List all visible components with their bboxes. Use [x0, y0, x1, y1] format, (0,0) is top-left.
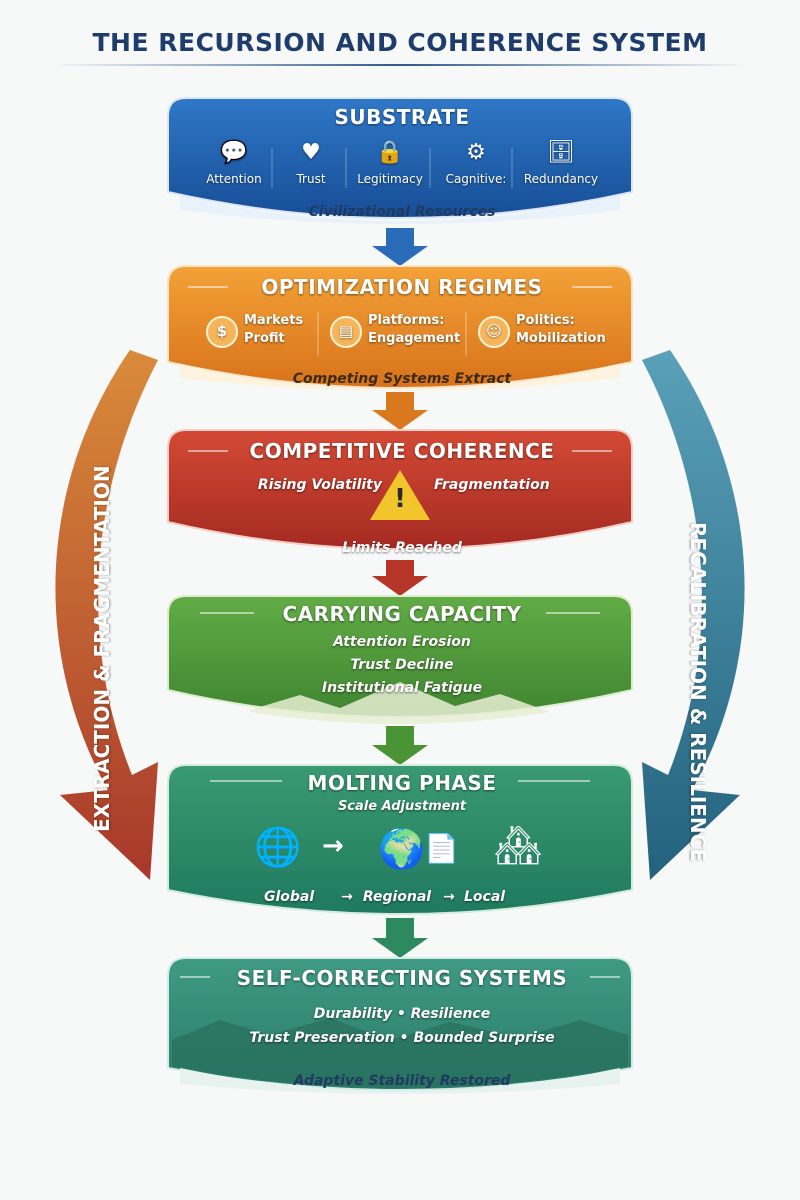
substrate-footer: Civilizational Resources: [308, 204, 496, 220]
self-stage: SELF-CORRECTING SYSTEMS Durability • Res…: [172, 958, 632, 1108]
lock-icon: 🔒: [376, 140, 404, 165]
arrow-carrying-to-molting: [372, 726, 428, 765]
arrow-competitive-to-carrying: [372, 560, 428, 596]
left-cycle-arrow: [55, 350, 158, 880]
regime-line2: Mobilization: [516, 331, 606, 346]
substrate-item-trust: ♥ Trust: [276, 140, 346, 186]
carrying-stage: CARRYING CAPACITY Attention Erosion Trus…: [172, 596, 632, 726]
money-chart-icon: $: [206, 316, 238, 348]
diagram-title: THE RECURSION AND COHERENCE SYSTEM: [92, 28, 708, 57]
competitive-right: Fragmentation: [434, 477, 550, 493]
regime-platforms: ▤ Platforms: Engagement: [330, 312, 498, 348]
carrying-mountains: [250, 682, 550, 724]
local-houses-icon: 🏘: [494, 823, 543, 867]
arrow-optimization-to-competitive: [372, 392, 428, 430]
warning-icon-mark: !: [394, 484, 406, 514]
optimization-footer-band: [180, 364, 620, 391]
self-hills: [172, 1018, 628, 1088]
scale-arrow-icon: →: [322, 831, 344, 861]
substrate-title: SUBSTRATE: [334, 105, 470, 129]
document-icon: 📄: [424, 832, 459, 865]
database-icon: 🗄: [547, 140, 575, 165]
substrate-item-redundancy: 🗄 Redundancy: [516, 140, 606, 186]
molting-title: MOLTING PHASE: [307, 771, 497, 795]
warning-icon: [370, 470, 430, 520]
brain-gear-icon: ⚙: [466, 140, 486, 165]
competitive-title: COMPETITIVE COHERENCE: [249, 439, 555, 463]
self-title: SELF-CORRECTING SYSTEMS: [236, 966, 568, 990]
left-cycle-label: EXTRACTION & FRAGMENTATION: [90, 465, 114, 832]
heart-icon: ♥: [301, 140, 321, 165]
phone-screen-icon: ▤: [330, 316, 362, 348]
optimization-title: OPTIMIZATION REGIMES: [261, 275, 543, 299]
scale-regional: Regional: [362, 889, 432, 905]
competitive-footer: Limits Reached: [342, 540, 462, 556]
self-footer: Adaptive Stability Restored: [293, 1073, 511, 1089]
right-cycle-label: RECALIBRATION & RESILIENCE: [686, 522, 710, 862]
self-footer-band: [180, 1068, 620, 1094]
carrying-line-2: Trust Decline: [350, 657, 454, 673]
globe-icon: 🌐: [254, 825, 302, 869]
regime-line1: Markets: [244, 313, 304, 328]
substrate-footer-band: [180, 196, 620, 224]
regime-line2: Engagement: [368, 331, 461, 346]
molting-subtitle: Scale Adjustment: [337, 799, 467, 814]
regime-line1: Politics:: [516, 313, 575, 328]
scale-arrow-1: →: [341, 889, 353, 905]
arrow-substrate-to-optimization: [372, 228, 428, 266]
scale-global: Global: [264, 889, 315, 905]
carrying-line-1: Attention Erosion: [333, 634, 471, 650]
title-rule: [50, 64, 750, 66]
right-cycle-arrow: [642, 350, 745, 880]
regional-globe-icon: 🌍: [378, 827, 426, 871]
regime-line2: Profit: [244, 331, 285, 346]
regime-politics: ☺ Politics: Mobilization: [478, 312, 646, 348]
arrow-molting-to-self: [372, 918, 428, 958]
scale-local: Local: [464, 889, 506, 905]
chat-bubble-icon: 💬: [220, 140, 248, 165]
competitive-left: Rising Volatility: [257, 477, 382, 493]
molting-stage: MOLTING PHASE Scale Adjustment 🌐 → 🌍 📄 🏘…: [172, 765, 632, 918]
head-gear-icon: ☺: [478, 316, 510, 348]
substrate-item-label: Attention: [206, 172, 262, 186]
substrate-item-label: Trust: [296, 172, 326, 186]
competitive-stage: COMPETITIVE COHERENCE Rising Volatility …: [172, 430, 632, 560]
self-line-1: Durability • Resilience: [313, 1006, 491, 1022]
substrate-item-label: Redundancy: [523, 172, 599, 186]
substrate-item-label: Cagnitive:: [445, 172, 507, 186]
scale-arrow-2: →: [443, 889, 455, 905]
regime-markets: $ Markets Profit: [206, 312, 354, 348]
substrate-item-legitimacy: 🔒 Legitimacy: [348, 140, 432, 186]
regime-line1: Platforms:: [368, 313, 445, 328]
optimization-footer: Competing Systems Extract: [292, 371, 512, 387]
optimization-panel: [167, 265, 633, 389]
optimization-stage: OPTIMIZATION REGIMES $ Markets Profit ▤ …: [172, 266, 632, 392]
substrate-item-attention: 💬 Attention: [194, 140, 274, 186]
substrate-panel: [167, 97, 633, 219]
carrying-title: CARRYING CAPACITY: [282, 602, 522, 626]
substrate-item-label: Legitimacy: [357, 172, 423, 186]
self-line-2: Trust Preservation • Bounded Surprise: [249, 1030, 555, 1046]
substrate-stage: SUBSTRATE 💬 Attention ♥ Trust 🔒 Legitima…: [172, 98, 632, 234]
carrying-line-3: Institutional Fatigue: [321, 680, 483, 696]
molting-panel: [167, 764, 633, 915]
substrate-item-cognitive: ⚙ Cagnitive:: [434, 140, 518, 186]
